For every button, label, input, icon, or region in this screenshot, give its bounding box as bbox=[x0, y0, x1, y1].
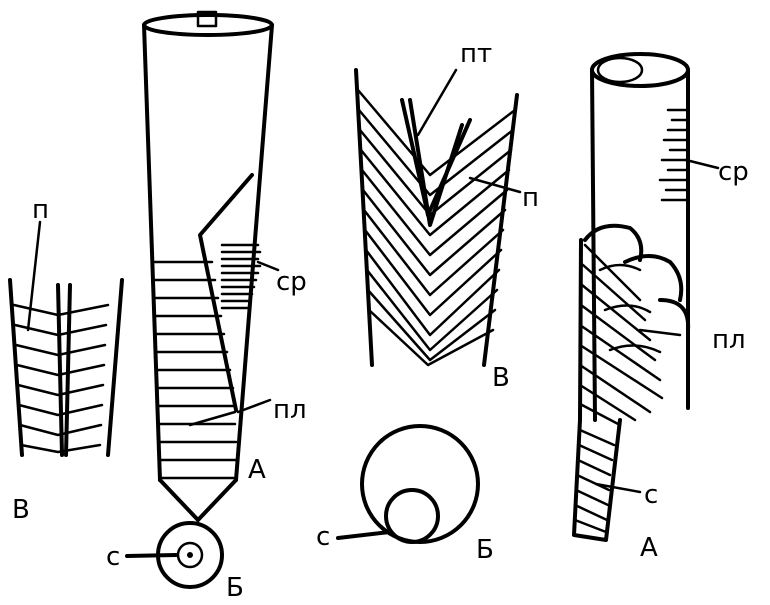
right-fig-pl-label: пл bbox=[712, 325, 746, 355]
v-fig-v-label: В bbox=[492, 363, 510, 393]
right-fig-s-label: с bbox=[644, 480, 658, 510]
cross-fig-b-label: Б bbox=[476, 535, 494, 565]
right-fig-a-label: А bbox=[640, 533, 658, 563]
right-fig-sr-label: ср bbox=[718, 157, 749, 187]
tall-fig-b-label: Б bbox=[226, 573, 244, 603]
tall-fig-s-label: с bbox=[106, 542, 120, 572]
cross-fig-s-label: с bbox=[316, 522, 330, 552]
right-cylinder-figure bbox=[574, 54, 718, 540]
v-fig-pt-label: пт bbox=[460, 39, 492, 69]
v-chevron-figure bbox=[356, 70, 520, 365]
tall-fig-a-label: А bbox=[248, 455, 266, 485]
tall-cylinder-figure bbox=[127, 12, 278, 587]
left-chevron-figure bbox=[10, 222, 122, 455]
v-fig-p-label: п bbox=[522, 183, 539, 213]
left-fig-v-label: В bbox=[12, 495, 30, 525]
tall-fig-pl-label: пл bbox=[273, 395, 307, 425]
cross-section-figure bbox=[338, 426, 478, 542]
left-fig-p-label: п bbox=[32, 195, 49, 225]
tall-fig-sr-label: ср bbox=[276, 267, 307, 297]
